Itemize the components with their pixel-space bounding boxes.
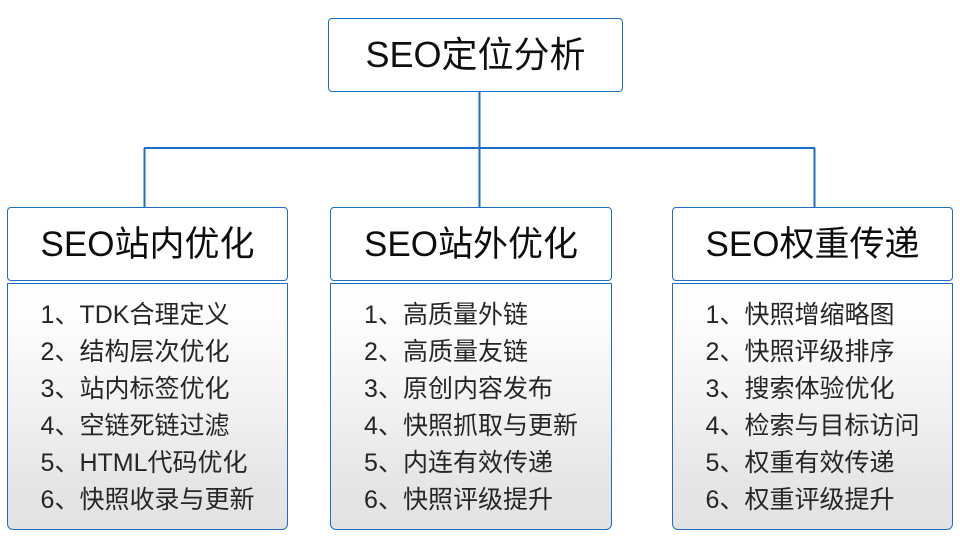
list-item: 6、快照评级提升 [364,486,553,514]
list-item: 2、高质量友链 [364,338,528,366]
list-item: 1、高质量外链 [364,301,528,329]
list-item: 1、快照增缩略图 [705,301,895,329]
branch-column-1: SEO站内优化 1、TDK合理定义 2、结构层次优化 3、站内标签优化 4、空链… [7,207,288,530]
branch-column-2: SEO站外优化 1、高质量外链 2、高质量友链 3、原创内容发布 4、快照抓取与… [330,207,612,530]
list-item: 6、快照收录与更新 [40,486,255,514]
list-item: 4、空链死链过滤 [40,412,230,440]
branch-header-2[interactable]: SEO站外优化 [330,207,612,281]
branch-body-3: 1、快照增缩略图 2、快照评级排序 3、搜索体验优化 4、检索与目标访问 5、权… [672,283,953,530]
list-item: 3、搜索体验优化 [705,375,895,403]
list-item: 4、检索与目标访问 [705,412,920,440]
list-item: 2、结构层次优化 [40,338,230,366]
list-item: 5、权重有效传递 [705,449,895,477]
branch-header-label-2: SEO站外优化 [364,224,578,264]
branch-header-3[interactable]: SEO权重传递 [672,207,953,281]
branch-item-list-1: 1、TDK合理定义 2、结构层次优化 3、站内标签优化 4、空链死链过滤 5、H… [41,298,255,518]
branch-body-2: 1、高质量外链 2、高质量友链 3、原创内容发布 4、快照抓取与更新 5、内连有… [330,283,612,530]
branch-item-list-3: 1、快照增缩略图 2、快照评级排序 3、搜索体验优化 4、检索与目标访问 5、权… [706,298,920,518]
list-item: 5、内连有效传递 [364,449,553,477]
branch-header-1[interactable]: SEO站内优化 [7,207,288,281]
list-item: 4、快照抓取与更新 [364,412,578,440]
list-item: 3、站内标签优化 [40,375,230,403]
branch-header-label-1: SEO站内优化 [40,224,255,264]
list-item: 2、快照评级排序 [705,338,895,366]
branch-header-label-3: SEO权重传递 [705,224,920,264]
root-node[interactable]: SEO定位分析 [328,18,623,92]
list-item: 5、HTML代码优化 [40,449,248,477]
list-item: 6、权重评级提升 [705,486,895,514]
root-node-label: SEO定位分析 [365,34,586,75]
branch-item-list-2: 1、高质量外链 2、高质量友链 3、原创内容发布 4、快照抓取与更新 5、内连有… [364,298,578,518]
branch-column-3: SEO权重传递 1、快照增缩略图 2、快照评级排序 3、搜索体验优化 4、检索与… [672,207,953,530]
list-item: 3、原创内容发布 [364,375,553,403]
list-item: 1、TDK合理定义 [40,301,230,329]
branch-body-1: 1、TDK合理定义 2、结构层次优化 3、站内标签优化 4、空链死链过滤 5、H… [7,283,288,530]
